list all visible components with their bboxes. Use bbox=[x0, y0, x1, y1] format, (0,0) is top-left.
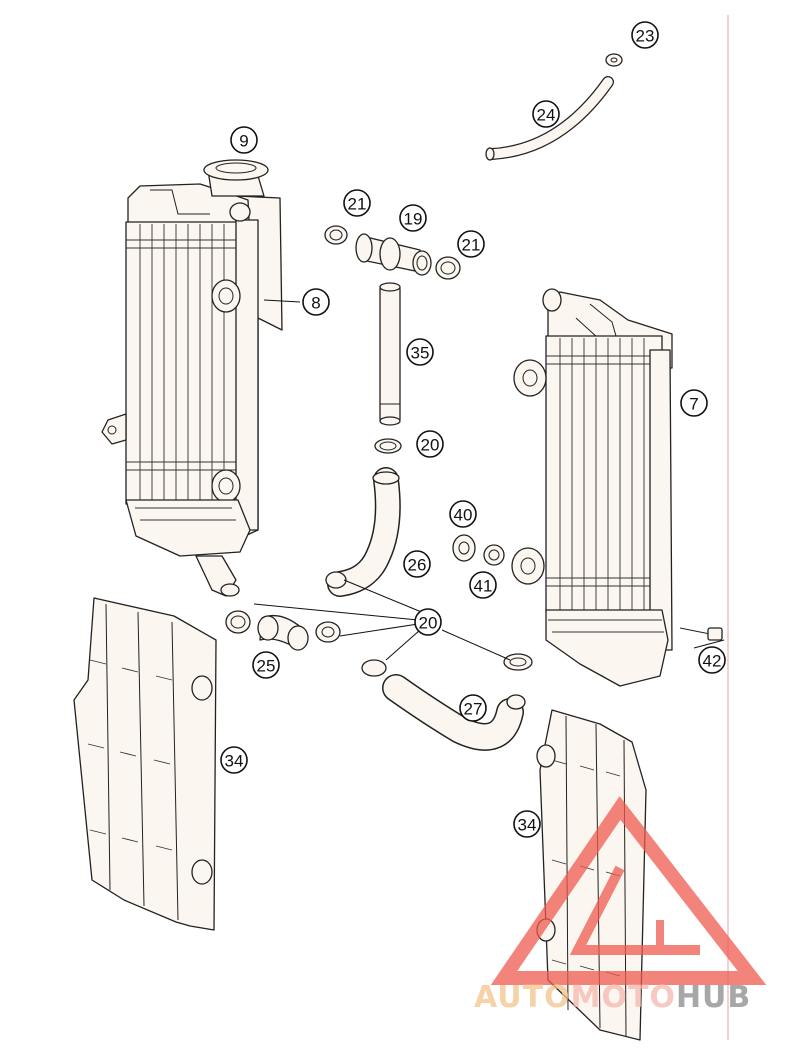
svg-text:34: 34 bbox=[225, 752, 244, 771]
callout-24: 24 bbox=[532, 100, 560, 128]
clamp-21-right bbox=[435, 256, 461, 280]
clamp-20-top bbox=[374, 438, 402, 454]
pipe-35 bbox=[379, 282, 401, 426]
svg-text:21: 21 bbox=[462, 236, 481, 255]
watermark-auto: AUTO bbox=[474, 980, 571, 1015]
grommet-40 bbox=[452, 534, 476, 562]
svg-text:20: 20 bbox=[421, 436, 440, 455]
hose-27 bbox=[361, 659, 526, 751]
clip-23 bbox=[605, 53, 623, 67]
callout-34-left: 34 bbox=[220, 746, 248, 774]
washer-41 bbox=[483, 544, 505, 566]
svg-text:27: 27 bbox=[464, 700, 483, 719]
callout-9: 9 bbox=[230, 126, 258, 154]
callout-26: 26 bbox=[403, 550, 431, 578]
callout-19: 19 bbox=[399, 204, 427, 232]
callout-20-center: 20 bbox=[414, 608, 442, 636]
callout-35: 35 bbox=[406, 338, 434, 366]
t-piece-19 bbox=[355, 233, 432, 276]
hose-24 bbox=[485, 76, 614, 161]
callout-40: 40 bbox=[449, 500, 477, 528]
svg-text:34: 34 bbox=[518, 816, 537, 835]
svg-text:8: 8 bbox=[311, 294, 320, 313]
svg-text:24: 24 bbox=[537, 106, 556, 125]
watermark-logo: AUTOMOTOHUB bbox=[474, 796, 767, 1015]
watermark-triangle-outer bbox=[490, 796, 767, 985]
callout-7: 7 bbox=[680, 389, 708, 417]
clamp-20-mid bbox=[325, 571, 347, 589]
svg-text:7: 7 bbox=[689, 395, 698, 414]
callout-41: 41 bbox=[469, 571, 497, 599]
svg-text:19: 19 bbox=[404, 210, 423, 229]
svg-text:9: 9 bbox=[239, 132, 248, 151]
callout-25: 25 bbox=[252, 651, 280, 679]
callout-23: 23 bbox=[631, 21, 659, 49]
right-radiator bbox=[511, 288, 673, 687]
svg-text:42: 42 bbox=[703, 652, 722, 671]
svg-text:23: 23 bbox=[636, 27, 655, 46]
left-radiator bbox=[101, 159, 283, 597]
bolt-42 bbox=[679, 627, 723, 641]
left-grille-34 bbox=[73, 597, 217, 931]
svg-text:21: 21 bbox=[348, 195, 367, 214]
hose-25 bbox=[225, 610, 341, 651]
hose-26 bbox=[327, 467, 401, 597]
callout-8: 8 bbox=[302, 288, 330, 316]
watermark-hub: HUB bbox=[676, 980, 751, 1015]
svg-text:26: 26 bbox=[408, 556, 427, 575]
callout-21-left: 21 bbox=[343, 189, 371, 217]
clamp-20-low bbox=[503, 653, 533, 671]
clamp-21-left bbox=[324, 225, 348, 245]
callout-42: 42 bbox=[698, 646, 726, 674]
svg-text:20: 20 bbox=[419, 614, 438, 633]
svg-text:41: 41 bbox=[474, 577, 493, 596]
svg-text:40: 40 bbox=[454, 506, 473, 525]
svg-text:AUTOMOTOHUB: AUTOMOTOHUB bbox=[474, 980, 751, 1015]
right-grille-34 bbox=[536, 709, 647, 1041]
watermark-moto: MOTO bbox=[571, 980, 676, 1015]
callout-34-right: 34 bbox=[513, 810, 541, 838]
callout-21-right: 21 bbox=[457, 230, 485, 258]
svg-text:25: 25 bbox=[257, 657, 276, 676]
callout-20-top: 20 bbox=[416, 430, 444, 458]
svg-text:35: 35 bbox=[411, 344, 430, 363]
callout-27: 27 bbox=[459, 694, 487, 722]
